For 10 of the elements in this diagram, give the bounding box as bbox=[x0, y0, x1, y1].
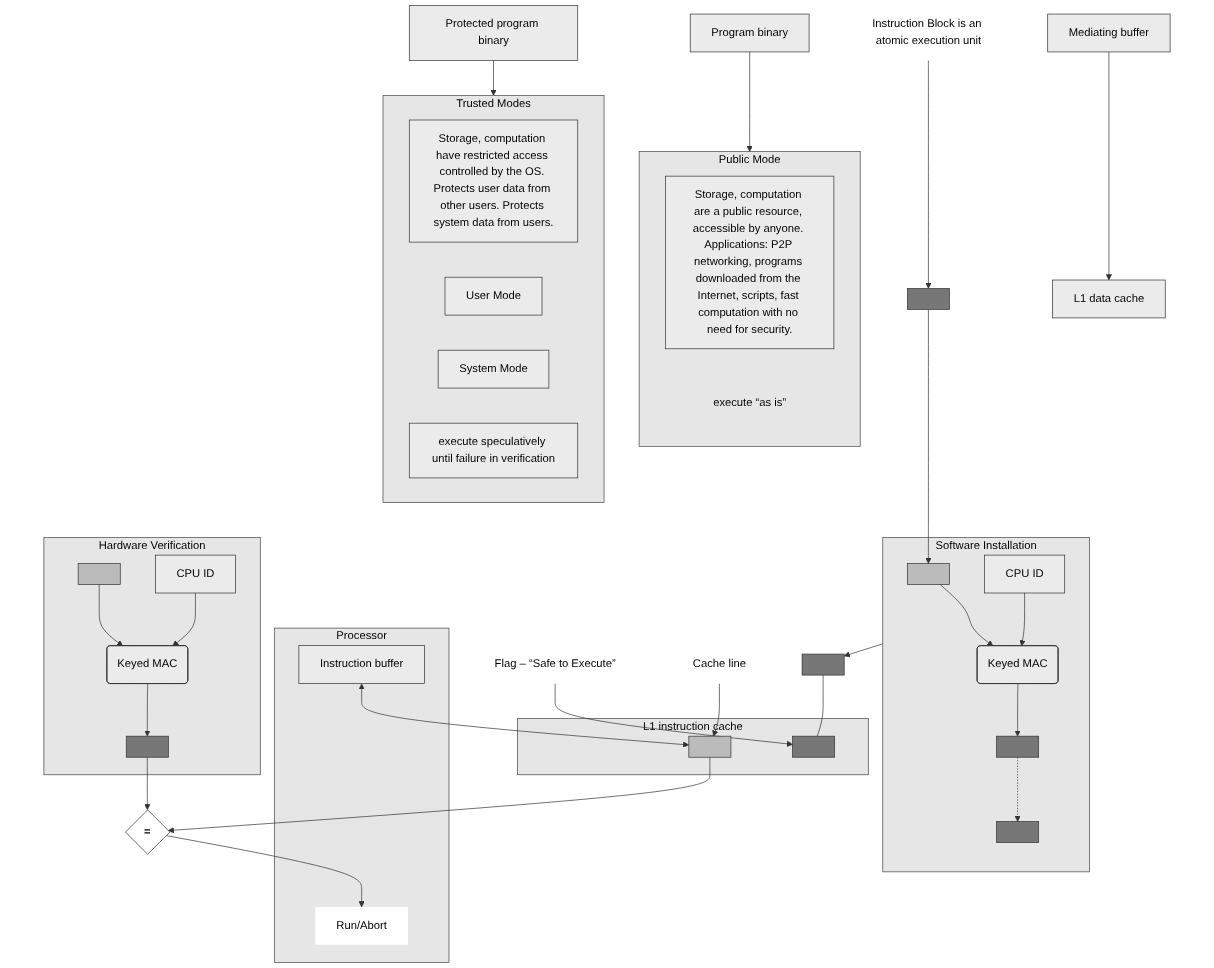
connector bbox=[816, 674, 824, 737]
node-box bbox=[996, 735, 1039, 758]
node-bar bbox=[907, 563, 950, 585]
node-box bbox=[996, 821, 1039, 843]
node-bar bbox=[77, 563, 121, 585]
node-box bbox=[792, 735, 835, 758]
node-box bbox=[801, 653, 845, 676]
node-box bbox=[907, 288, 950, 310]
node-box bbox=[125, 735, 169, 758]
node-bar bbox=[688, 735, 732, 758]
